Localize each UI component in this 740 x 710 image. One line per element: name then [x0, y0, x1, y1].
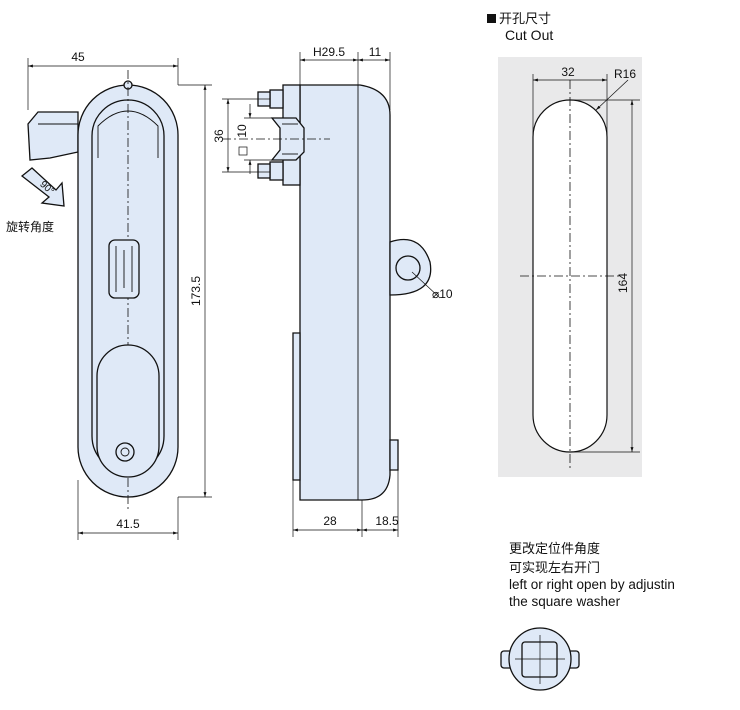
- note-line-3: left or right open by adjustin: [509, 577, 675, 592]
- key-lock: [115, 442, 135, 462]
- dim-32: 32: [561, 65, 575, 79]
- washer-note: 更改定位件角度 可实现左右开门 left or right open by ad…: [500, 541, 675, 691]
- cutout-title-cn: 开孔尺寸: [499, 12, 551, 27]
- cutout-section: 开孔尺寸 Cut Out 32 R16 164: [487, 12, 642, 477]
- front-lower-slot: [96, 344, 160, 478]
- dim-28: 28: [323, 514, 337, 528]
- side-view: ⌀10 36 10 H29.5 11: [212, 45, 453, 537]
- cam-latch: [270, 117, 305, 161]
- dim-hole-10: ⌀10: [432, 287, 453, 301]
- dim-18-5: 18.5: [375, 514, 399, 528]
- handle-lever: [27, 111, 79, 161]
- dim-164: 164: [616, 273, 630, 293]
- dim-41-5: 41.5: [116, 517, 140, 531]
- note-line-1: 更改定位件角度: [509, 541, 600, 557]
- note-line-4: the square washer: [509, 594, 621, 609]
- side-body: [299, 84, 391, 501]
- note-line-2: 可实现左右开门: [509, 561, 600, 576]
- dim-h29-5: H29.5: [313, 45, 345, 59]
- dim-11: 11: [369, 45, 382, 59]
- cutout-title-en: Cut Out: [505, 27, 553, 43]
- washer-square-hole: [521, 641, 558, 678]
- side-rear-housing: [292, 332, 301, 481]
- dim-r16: R16: [614, 67, 636, 81]
- dim-10: 10: [235, 124, 249, 138]
- rotation-arrow-icon: [20, 167, 65, 207]
- dim-36: 36: [212, 129, 226, 143]
- front-view: 45 173.5 41.5 90° 旋转角度: [6, 50, 212, 540]
- rotation-label: 旋转角度: [6, 219, 54, 234]
- square-bullet-icon: [487, 14, 496, 23]
- dim-173-5: 173.5: [189, 276, 203, 306]
- dim-45: 45: [71, 50, 85, 64]
